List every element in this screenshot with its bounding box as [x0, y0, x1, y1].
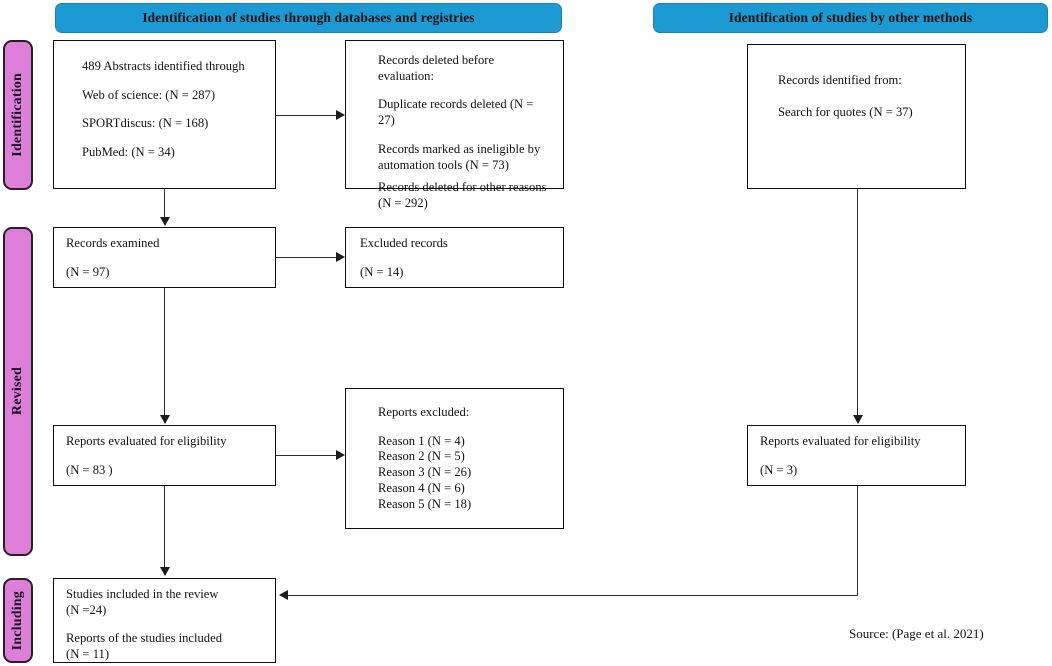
connector-other-methods-to-eligibility — [857, 189, 858, 416]
connector-eligibility-right-down — [857, 486, 858, 596]
box-reports-excluded: Reports excluded: Reason 1 (N = 4) Reaso… — [345, 388, 564, 529]
box-other-methods-identified: Records identified from: Search for quot… — [747, 44, 966, 189]
box-records-identified-line2: Web of science: (N = 287) — [82, 87, 216, 102]
connector-eligibility-right-to-included — [288, 595, 858, 596]
box-records-identified-line4: PubMed: (N = 34) — [82, 145, 175, 160]
box-reports-excluded-reason: Reason 2 (N = 5) — [378, 449, 465, 464]
connector-examined-to-eligibility — [164, 288, 165, 416]
box-records-examined: Records examined (N = 97) — [53, 227, 276, 288]
box-records-identified-line3: SPORTdiscus: (N = 168) — [82, 116, 209, 131]
phase-bar-identification: Identification — [3, 40, 33, 190]
box-eligibility-right-line1: Reports evaluated for eligibility — [760, 434, 921, 448]
arrowhead-identified-to-deleted — [336, 110, 345, 120]
phase-bar-revised-label: Revised — [10, 367, 25, 416]
box-reports-excluded-reason: Reason 1 (N = 4) — [378, 433, 465, 448]
box-studies-included-line4: (N = 11) — [66, 647, 110, 662]
box-eligibility-left-line1: Reports evaluated for eligibility — [66, 434, 227, 448]
box-records-deleted-line4: Records deleted for other reasons (N = 2… — [378, 180, 547, 211]
box-records-deleted-line3: Records marked as ineligible by automati… — [378, 141, 541, 172]
box-studies-included-line2: (N =24) — [66, 602, 107, 617]
box-records-examined-line2: (N = 97) — [66, 264, 110, 279]
box-studies-included-line1: Studies included in the review — [66, 587, 219, 601]
header-bar-other-methods-label: Identification of studies by other metho… — [728, 10, 973, 25]
connector-eligibility-to-included — [164, 486, 165, 568]
arrowhead-eligibility-right-to-included — [279, 590, 288, 600]
phase-bar-revised: Revised — [3, 227, 33, 556]
connector-eligibility-to-reports-excluded — [276, 455, 336, 456]
box-eligibility-right-line2: (N = 3) — [760, 462, 798, 477]
box-records-deleted-line2: Duplicate records deleted (N = 27) — [378, 97, 537, 128]
box-excluded-records-line1: Excluded records — [360, 236, 448, 250]
box-reports-excluded-reason: Reason 4 (N = 6) — [378, 480, 465, 495]
arrowhead-eligibility-to-included — [160, 567, 170, 576]
box-eligibility-right: Reports evaluated for eligibility (N = 3… — [747, 425, 966, 486]
box-records-identified-line1: 489 Abstracts identified through — [82, 59, 245, 73]
box-reports-excluded-reason: Reason 3 (N = 26) — [378, 465, 472, 480]
box-reports-excluded-reason: Reason 5 (N = 18) — [378, 496, 472, 511]
connector-identified-to-deleted — [276, 115, 336, 116]
connector-identified-to-examined — [164, 189, 165, 218]
box-reports-excluded-reason-list: Reason 1 (N = 4) Reason 2 (N = 5) Reason… — [378, 434, 551, 513]
arrowhead-eligibility-to-reports-excluded — [336, 450, 345, 460]
arrowhead-other-methods-to-eligibility — [853, 415, 863, 424]
header-bar-other-methods: Identification of studies by other metho… — [653, 3, 1048, 33]
box-excluded-records-line2: (N = 14) — [360, 264, 404, 279]
box-other-methods-identified-line2: Search for quotes (N = 37) — [778, 104, 913, 119]
header-bar-databases: Identification of studies through databa… — [55, 3, 562, 33]
box-eligibility-left: Reports evaluated for eligibility (N = 8… — [53, 425, 276, 486]
phase-bar-including: Including — [3, 578, 33, 663]
phase-bar-identification-label: Identification — [10, 73, 25, 157]
box-records-deleted-line1: Records deleted before evaluation: — [378, 53, 498, 83]
box-studies-included-line3: Reports of the studies included — [66, 631, 222, 646]
arrowhead-identified-to-examined — [160, 217, 170, 226]
phase-bar-including-label: Including — [10, 590, 25, 651]
box-other-methods-identified-line1: Records identified from: — [778, 73, 902, 87]
box-studies-included: Studies included in the review (N =24) R… — [53, 578, 276, 663]
box-eligibility-left-line2: (N = 83 ) — [66, 462, 113, 477]
arrowhead-examined-to-excluded — [336, 252, 345, 262]
header-bar-databases-label: Identification of studies through databa… — [142, 10, 475, 25]
box-reports-excluded-title: Reports excluded: — [378, 405, 470, 419]
source-attribution: Source: (Page et al. 2021) — [849, 626, 984, 641]
box-excluded-records: Excluded records (N = 14) — [345, 227, 564, 288]
box-records-identified: 489 Abstracts identified through Web of … — [53, 40, 276, 189]
box-records-examined-line1: Records examined — [66, 236, 160, 250]
arrowhead-examined-to-eligibility — [160, 415, 170, 424]
connector-examined-to-excluded — [276, 257, 336, 258]
box-records-deleted: Records deleted before evaluation: Dupli… — [345, 40, 564, 210]
